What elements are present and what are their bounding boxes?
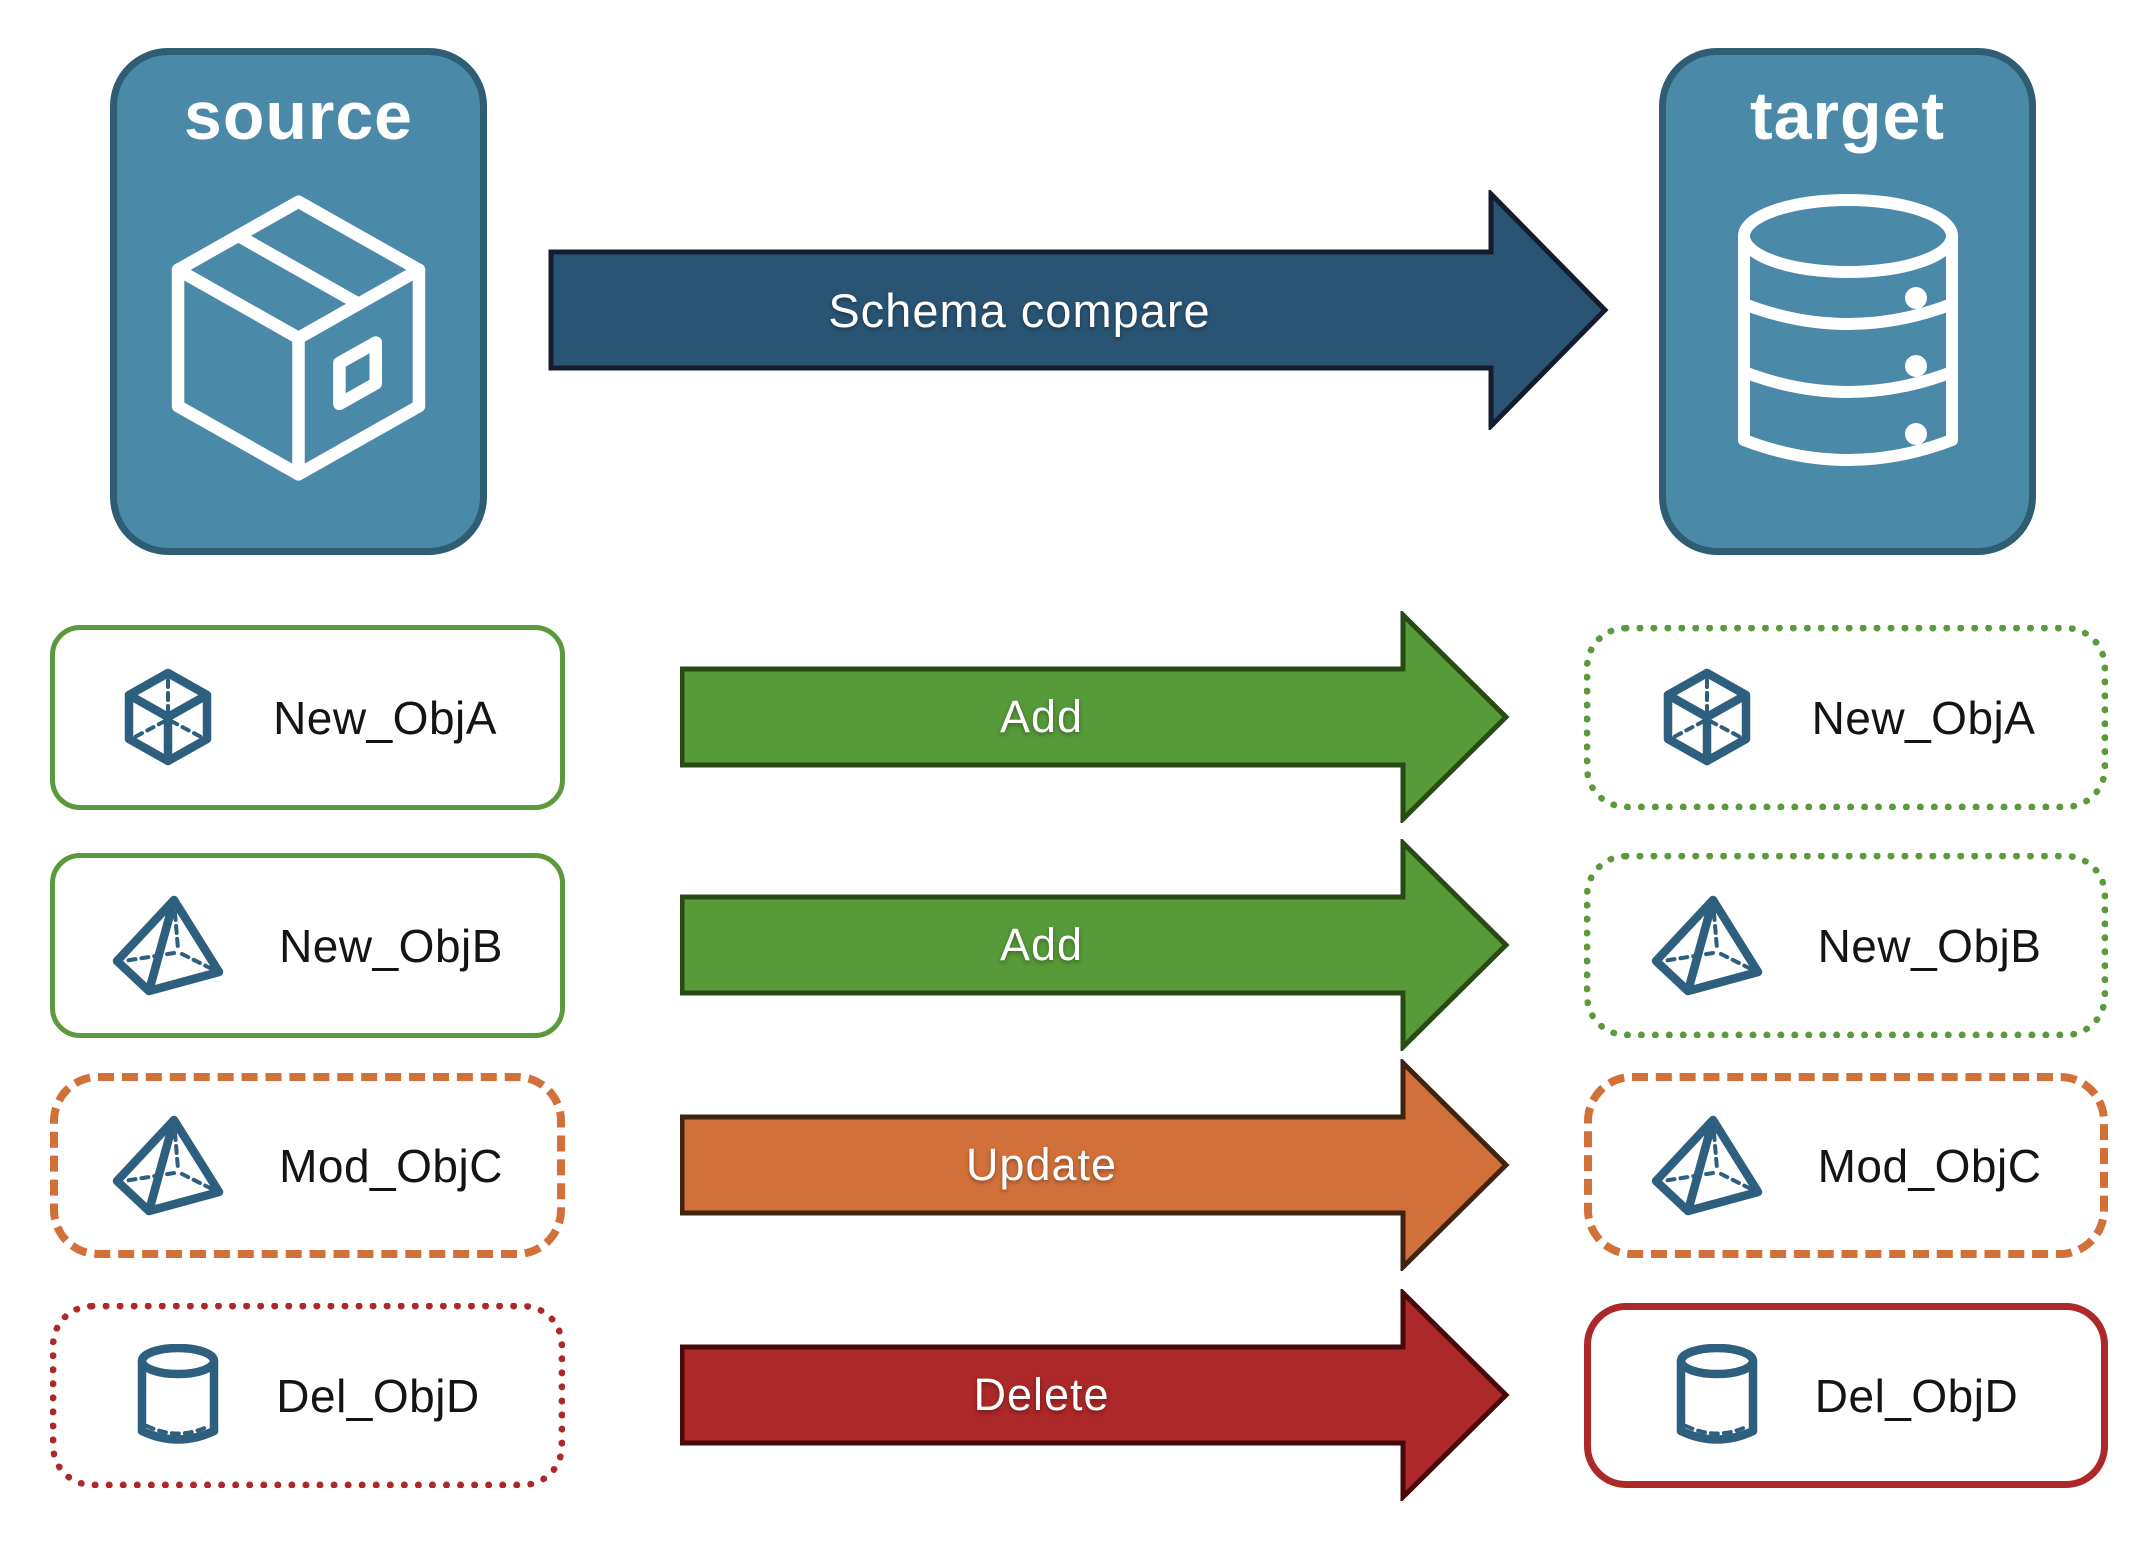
compare-row: New_ObjB Add New_ObjB (0, 839, 2150, 1051)
object-label: New_ObjB (1817, 919, 2042, 972)
action-label: Update (965, 1139, 1118, 1190)
pyramid-icon (112, 895, 224, 995)
object-label: Del_ObjD (1814, 1369, 2019, 1422)
target-object-box: New_ObjB (1584, 853, 2108, 1038)
compare-row: Del_ObjD Delete Del_ObjD (0, 1289, 2150, 1501)
add-arrow-shape (680, 839, 1510, 1051)
object-label: New_ObjA (273, 691, 497, 744)
source-object-box: New_ObjB (50, 853, 565, 1038)
update-arrow: Update (680, 1059, 1510, 1271)
pyramid-icon (1651, 895, 1762, 995)
object-label: Del_ObjD (276, 1369, 480, 1422)
compare-row: New_ObjA Add New_ObjA (0, 611, 2150, 823)
cylinder-icon (1676, 1343, 1758, 1444)
target-object-box: Mod_ObjC (1584, 1073, 2108, 1258)
source-object-box: Mod_ObjC (50, 1073, 565, 1258)
target-object-box: New_ObjA (1584, 625, 2108, 810)
update-arrow-shape (680, 1059, 1510, 1271)
object-label: Mod_ObjC (1817, 1139, 2042, 1192)
compare-row: Mod_ObjC Update Mod_ObjC (0, 1059, 2150, 1271)
delete-arrow: Delete (680, 1289, 1510, 1501)
pyramid-icon (112, 1115, 224, 1215)
cylinder-icon (138, 1343, 219, 1444)
action-label: Add (999, 919, 1084, 970)
database-icon (1737, 193, 1958, 466)
schema-compare-arrow-shape (548, 190, 1609, 430)
object-label: Mod_ObjC (279, 1139, 503, 1192)
target-panel: target (1659, 48, 2036, 555)
target-panel-title: target (1750, 78, 1945, 154)
object-label: New_ObjB (279, 919, 503, 972)
object-label: New_ObjA (1811, 691, 2036, 744)
source-object-box: New_ObjA (50, 625, 565, 810)
delete-arrow-shape (680, 1289, 1510, 1501)
schema-compare-arrow: Schema compare (548, 190, 1610, 430)
source-panel-title: source (184, 78, 413, 154)
schema-compare-label: Schema compare (828, 283, 1211, 337)
target-object-box: Del_ObjD (1584, 1303, 2108, 1488)
add-arrow: Add (680, 611, 1510, 823)
add-arrow-shape (680, 611, 1510, 823)
action-label: Add (999, 691, 1084, 742)
package-icon (171, 195, 426, 481)
pyramid-icon (1651, 1115, 1762, 1215)
cube-icon (124, 668, 212, 765)
source-object-box: Del_ObjD (50, 1303, 565, 1488)
action-label: Delete (973, 1369, 1110, 1420)
add-arrow: Add (680, 839, 1510, 1051)
cube-icon (1663, 668, 1750, 765)
source-panel: source (110, 48, 487, 555)
